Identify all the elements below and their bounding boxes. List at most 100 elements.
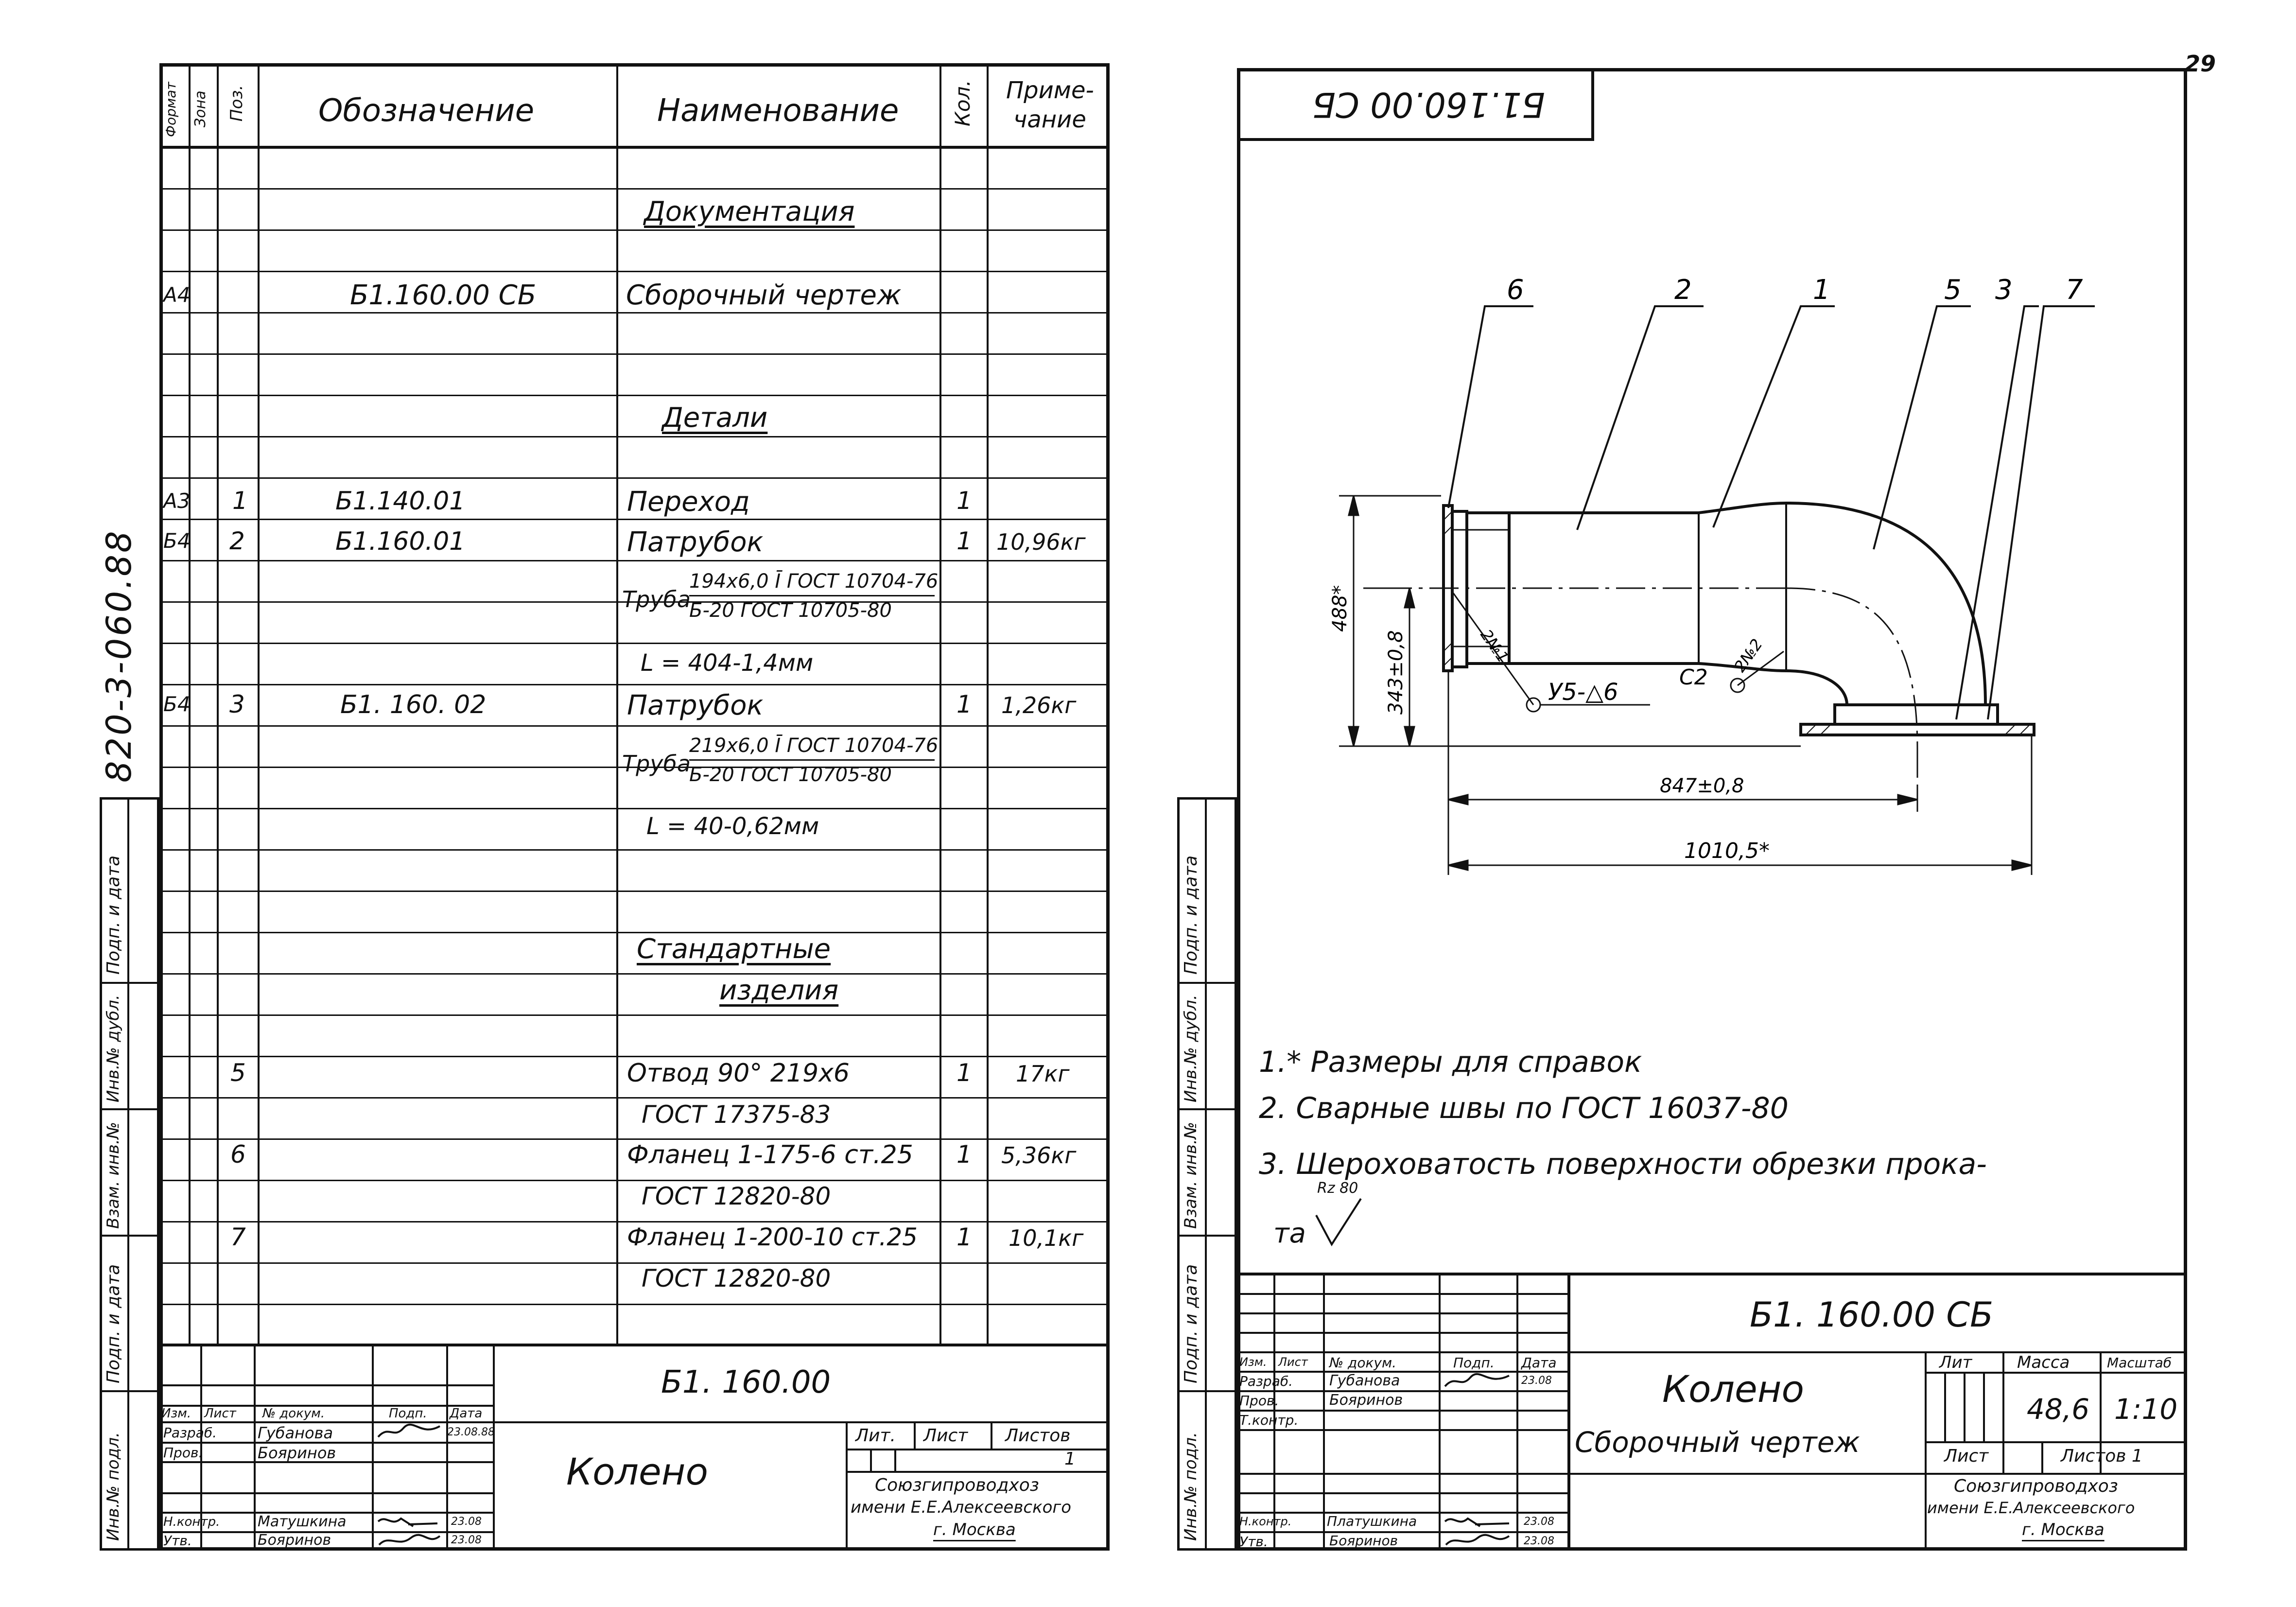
right-tb-listov: Листов 1 — [2061, 1446, 2143, 1466]
table-row-line — [159, 1056, 1110, 1057]
r2-pipe-bottom: Б-20 ГОСТ 10705-80 — [689, 599, 892, 622]
left-stamp-2: Инв.№ дубл. — [104, 995, 123, 1102]
table-row-line — [159, 1262, 1110, 1264]
r1-pos: 1 — [232, 487, 248, 515]
weld-sym-2: С2 — [1679, 665, 1708, 690]
r3-pos: 3 — [229, 690, 245, 718]
note-2: 2. Сварные швы по ГОСТ 16037-80 — [1259, 1091, 1789, 1125]
left-stamp-1: Подп. и дата — [104, 855, 123, 975]
left-stamp-4: Подп. и дата — [104, 1264, 123, 1383]
dim-488: 488* — [1329, 585, 1351, 632]
r2-pos: 2 — [229, 527, 245, 555]
right-tb-col-date: Дата — [1521, 1355, 1557, 1371]
left-tb-razrab-name: Губанова — [258, 1424, 333, 1442]
r3-name: Патрубок — [627, 690, 764, 721]
r7-note: 10,1кг — [1009, 1225, 1084, 1251]
docs-designation: Б1.160.00 СБ — [350, 279, 537, 311]
table-row-line — [159, 601, 1110, 603]
signature-mark — [377, 1423, 440, 1438]
table-row-line — [159, 312, 1110, 314]
right-tb-org3: г. Москва — [2022, 1520, 2105, 1539]
right-tb-prov-name: Бояринов — [1329, 1392, 1403, 1409]
right-tb-mass: Масса — [2017, 1353, 2070, 1372]
left-stamp-5: Инв.№ подл. — [104, 1432, 123, 1541]
left-stamp-3: Взам. инв.№ — [104, 1121, 123, 1229]
callout-5: 5 — [1944, 274, 1962, 306]
r7-name: Фланец 1-200-10 ст.25 — [627, 1223, 918, 1251]
r2-qty: 1 — [957, 527, 972, 555]
left-tb-col-date: Дата — [450, 1406, 483, 1421]
dim-1010: 1010,5* — [1684, 838, 1770, 863]
right-tb-name1: Колено — [1662, 1367, 1804, 1411]
header-zone: Зона — [192, 90, 209, 127]
table-row-line — [159, 1138, 1110, 1140]
right-tb-scale: Масштаб — [2107, 1355, 2172, 1371]
left-tb-utv-name: Бояринов — [258, 1532, 331, 1549]
table-row-line — [159, 684, 1110, 685]
note-1: 1.* Размеры для справок — [1259, 1045, 1642, 1079]
section-std-1: Стандартные — [637, 933, 831, 965]
right-tb-razrab: Разраб. — [1239, 1373, 1293, 1389]
r3-length: L = 40-0,62мм — [646, 813, 819, 840]
r1-qty: 1 — [957, 487, 972, 515]
section-details: Детали — [662, 402, 768, 434]
left-tb-col-izm: Изм. — [161, 1406, 191, 1421]
right-tb-org1: Союзгипроводхоз — [1954, 1476, 2118, 1496]
header-format: Формат — [163, 82, 179, 137]
weld-sym-1: У5-△6 — [1548, 679, 1618, 706]
table-row-line — [159, 1304, 1110, 1305]
signature-mark — [1444, 1373, 1510, 1387]
left-tb-listov: Листов — [1005, 1426, 1071, 1446]
right-tb-mass-val: 48,6 — [2027, 1393, 2090, 1426]
right-tb-nkontr: Н.контр. — [1239, 1515, 1292, 1528]
table-row-line — [159, 643, 1110, 644]
callout-1: 1 — [1813, 274, 1830, 306]
right-stamp-4: Подп. и дата — [1181, 1264, 1201, 1383]
right-tb-designation: Б1. 160.00 СБ — [1750, 1295, 1994, 1335]
r2-name: Патрубок — [627, 526, 764, 558]
header-name: Наименование — [657, 93, 899, 129]
table-row-line — [159, 849, 1110, 851]
r2-note: 10,96кг — [996, 529, 1086, 555]
table-row-line — [159, 229, 1110, 231]
roughness-icon — [1315, 1198, 1362, 1246]
right-tb-org2: имени Е.Е.Алексеевского — [1927, 1499, 2135, 1517]
r3-note: 1,26кг — [1001, 692, 1077, 718]
left-tb-prov: Пров. — [163, 1445, 203, 1461]
r1-designation: Б1.140.01 — [335, 487, 466, 516]
left-tb-nkontr: Н.контр. — [163, 1515, 220, 1529]
r6-note: 5,36кг — [1001, 1142, 1077, 1169]
right-tb-prov: Пров. — [1239, 1393, 1279, 1409]
spec-frame — [159, 63, 1110, 1551]
left-tb-nkontr-date: 23.08 — [451, 1516, 482, 1528]
signature-mark — [1444, 1517, 1510, 1527]
right-stamp-3: Взам. инв.№ — [1181, 1121, 1200, 1229]
section-docs: Документация — [644, 196, 855, 227]
left-tb-col-doc: № докум. — [262, 1406, 325, 1421]
right-stamp-5: Инв.№ подл. — [1181, 1432, 1200, 1541]
r6-qty: 1 — [957, 1140, 972, 1169]
table-row-line — [159, 477, 1110, 479]
left-tb-designation: Б1. 160.00 — [661, 1364, 831, 1400]
callout-6: 6 — [1507, 274, 1524, 306]
table-row-line — [159, 973, 1110, 975]
right-tb-razrab-date: 23.08 — [1521, 1375, 1552, 1387]
left-tb-utv: Утв. — [163, 1533, 192, 1549]
r6-gost: ГОСТ 12820-80 — [642, 1182, 831, 1210]
header-pos: Поз. — [227, 85, 246, 122]
r3-pipe-label: Труба — [622, 751, 691, 777]
table-row-line — [159, 891, 1110, 892]
r3-pipe-top: 219х6,0 Ī ГОСТ 10704-76 — [689, 734, 939, 757]
signature-mark — [377, 1517, 438, 1527]
header-note-2: чание — [1013, 106, 1086, 133]
r2-pipe-label: Труба — [622, 586, 691, 612]
right-stamp-2: Инв.№ дубл. — [1181, 995, 1200, 1102]
callout-7: 7 — [2066, 274, 2083, 306]
left-tb-col-list: Лист — [204, 1406, 236, 1421]
dim-343: 343±0,8 — [1385, 630, 1407, 715]
right-tb-col-sign: Подп. — [1453, 1355, 1495, 1371]
header-designation: Обозначение — [318, 93, 535, 129]
table-row-line — [159, 188, 1110, 190]
r2-format: Б4 — [163, 529, 191, 553]
table-row-line — [159, 1180, 1110, 1181]
